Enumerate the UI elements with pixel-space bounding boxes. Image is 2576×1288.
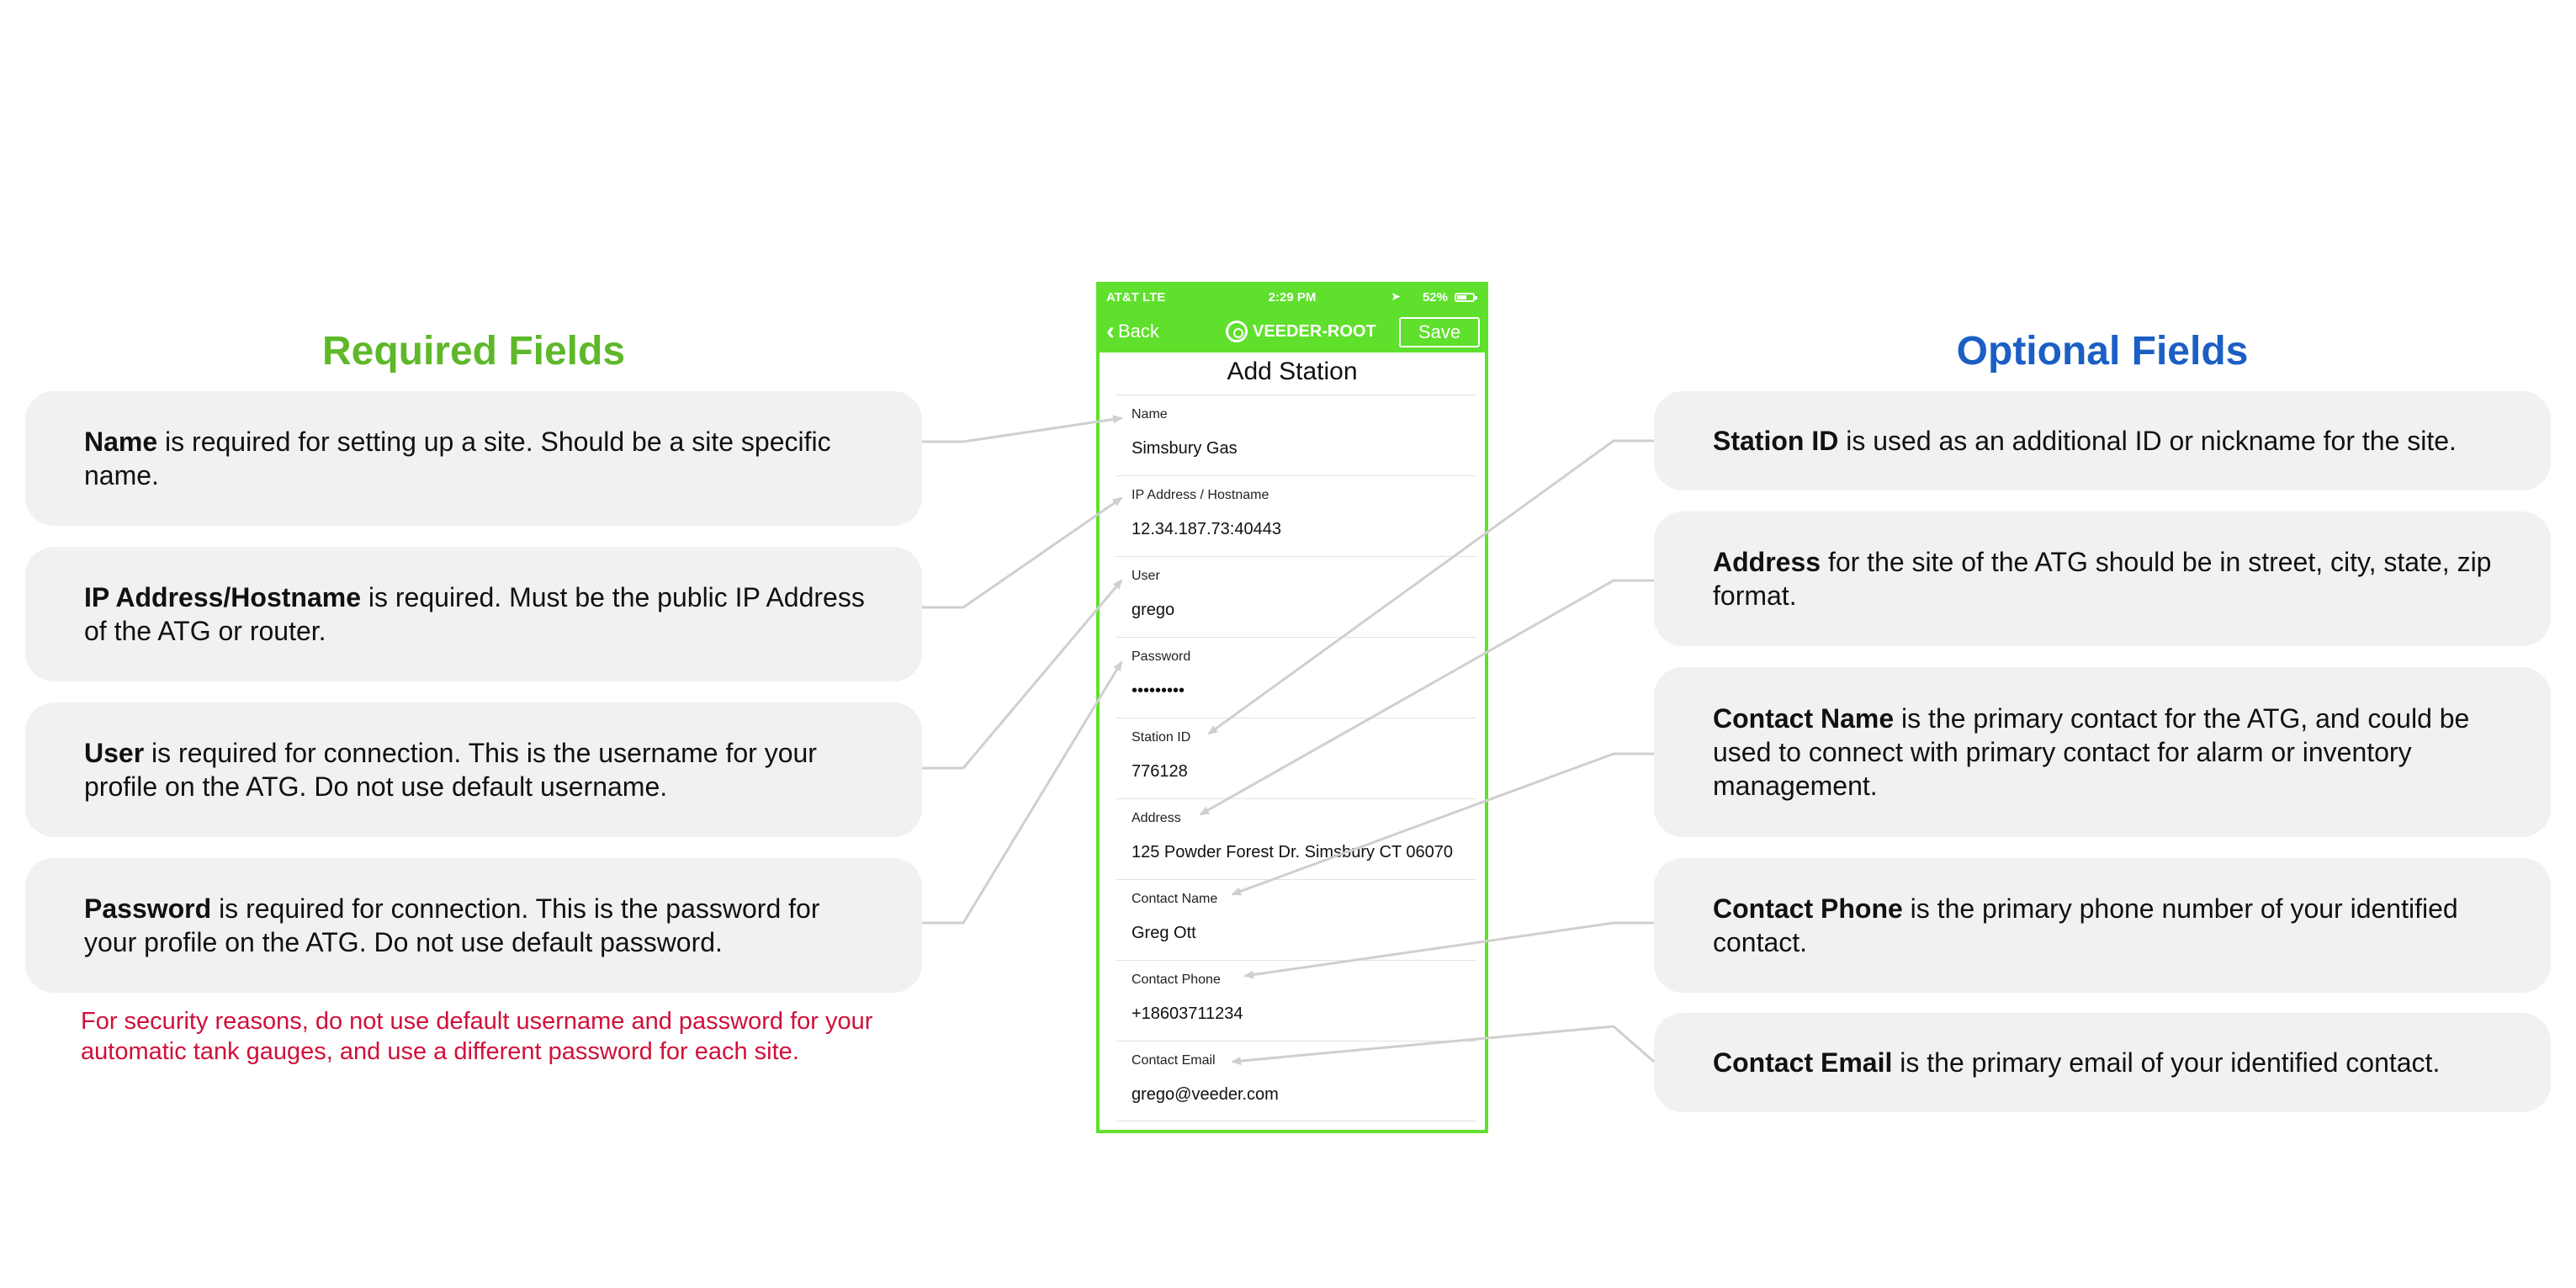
brand-name: VEEDER-ROOT [1253, 321, 1376, 341]
back-button[interactable]: ‹ Back [1106, 317, 1159, 345]
box-term: Contact Name [1713, 703, 1895, 734]
field-value[interactable]: 125 Powder Forest Dr. Simsbury CT 06070 [1132, 843, 1454, 861]
box-text: is the primary phone number of your iden… [1713, 893, 2458, 957]
field-label: Address [1132, 811, 1181, 825]
optional-station-id-box: Station ID is used as an additional ID o… [1654, 391, 2551, 490]
field-contact-phone[interactable]: Contact Phone +18603711234 [1116, 960, 1476, 1041]
field-address[interactable]: Address 125 Powder Forest Dr. Simsbury C… [1116, 798, 1476, 879]
optional-contact-email-box: Contact Email is the primary email of yo… [1654, 1013, 2551, 1112]
field-ip-address[interactable]: IP Address / Hostname 12.34.187.73:40443 [1116, 475, 1476, 556]
optional-fields-heading: Optional Fields [1956, 329, 2249, 374]
connector-name [922, 415, 1123, 443]
connector-contact-name [1231, 752, 1654, 896]
field-contact-name[interactable]: Contact Name Greg Ott [1116, 879, 1476, 960]
field-contact-email[interactable]: Contact Email grego@veeder.com [1116, 1041, 1476, 1121]
box-term: User [84, 738, 145, 768]
field-label: Password [1132, 649, 1191, 664]
field-value[interactable]: Simsbury Gas [1132, 439, 1238, 458]
screen-title: Add Station [1227, 358, 1358, 385]
field-label: Station ID [1132, 730, 1191, 745]
box-text: is used as an additional ID or nickname … [1838, 426, 2457, 456]
required-name-box: Name is required for setting up a site. … [25, 391, 922, 526]
field-value[interactable]: ••••••••• [1132, 681, 1185, 700]
connector-user [922, 579, 1123, 770]
field-label: Contact Name [1132, 892, 1218, 906]
field-label: Name [1132, 407, 1168, 421]
connector-contact-phone [1243, 921, 1654, 979]
carrier-label: AT&T LTE [1106, 290, 1166, 305]
box-term: IP Address/Hostname [84, 582, 361, 612]
box-text: is required for setting up a site. Shoul… [84, 427, 831, 490]
connector-station-id [1207, 439, 1654, 735]
box-text: is required for connection. This is the … [84, 738, 817, 802]
nav-bar: ‹ Back VEEDER-ROOT Save [1100, 310, 1485, 352]
field-name[interactable]: Name Simsbury Gas [1116, 395, 1476, 475]
connector-address [1199, 579, 1654, 816]
required-ip-box: IP Address/Hostname is required. Must be… [25, 547, 922, 681]
field-value[interactable]: grego@veeder.com [1132, 1085, 1279, 1104]
box-term: Name [84, 427, 158, 457]
battery-icon [1455, 293, 1477, 302]
field-value[interactable]: grego [1132, 601, 1175, 619]
required-user-box: User is required for connection. This is… [25, 702, 922, 837]
box-term: Contact Phone [1713, 893, 1903, 924]
veeder-root-logo-icon [1226, 321, 1248, 342]
battery-percent: 52% [1422, 290, 1448, 305]
box-text: is the primary email of your identified … [1892, 1047, 2441, 1078]
optional-contact-phone-box: Contact Phone is the primary phone numbe… [1654, 858, 2551, 993]
back-label: Back [1118, 321, 1159, 342]
field-label: Contact Email [1132, 1053, 1216, 1068]
location-arrow-icon: ➤ [1391, 289, 1401, 303]
required-fields-heading: Required Fields [321, 329, 626, 374]
field-value[interactable]: Greg Ott [1132, 924, 1196, 942]
field-label: Contact Phone [1132, 973, 1221, 987]
status-time: 2:29 PM [1268, 290, 1317, 305]
status-bar: AT&T LTE 2:29 PM ➤ 52% [1100, 285, 1485, 310]
field-password[interactable]: Password ••••••••• [1116, 637, 1476, 718]
box-text: is required. Must be the public IP Addre… [84, 582, 865, 646]
field-label: User [1132, 569, 1160, 583]
field-user[interactable]: User grego [1116, 556, 1476, 637]
optional-contact-name-box: Contact Name is the primary contact for … [1654, 667, 2551, 837]
field-value[interactable]: 12.34.187.73:40443 [1132, 520, 1281, 538]
phone-screen: AT&T LTE 2:29 PM ➤ 52% ‹ Back VEEDER-ROO… [1096, 282, 1488, 1133]
field-value[interactable]: 776128 [1132, 762, 1188, 781]
save-button[interactable]: Save [1399, 317, 1480, 347]
optional-address-box: Address for the site of the ATG should b… [1654, 511, 2551, 646]
box-term: Contact Email [1713, 1047, 1893, 1078]
box-term: Address [1713, 547, 1821, 577]
connector-contact-email [1231, 1025, 1655, 1066]
chevron-left-icon: ‹ [1106, 317, 1115, 345]
connector-ip [922, 496, 1123, 609]
box-text: for the site of the ATG should be in str… [1713, 547, 2492, 611]
box-text: is required for connection. This is the … [84, 893, 820, 957]
box-term: Password [84, 893, 212, 924]
connector-password [922, 660, 1123, 925]
field-station-id[interactable]: Station ID 776128 [1116, 718, 1476, 798]
box-term: Station ID [1713, 426, 1839, 456]
brand-logo: VEEDER-ROOT [1226, 321, 1376, 342]
required-password-box: Password is required for connection. Thi… [25, 858, 922, 993]
box-text: is the primary contact for the ATG, and … [1713, 703, 2470, 801]
field-label: IP Address / Hostname [1132, 488, 1269, 502]
field-value[interactable]: +18603711234 [1132, 1004, 1243, 1023]
security-note: For security reasons, do not use default… [81, 1008, 873, 1065]
